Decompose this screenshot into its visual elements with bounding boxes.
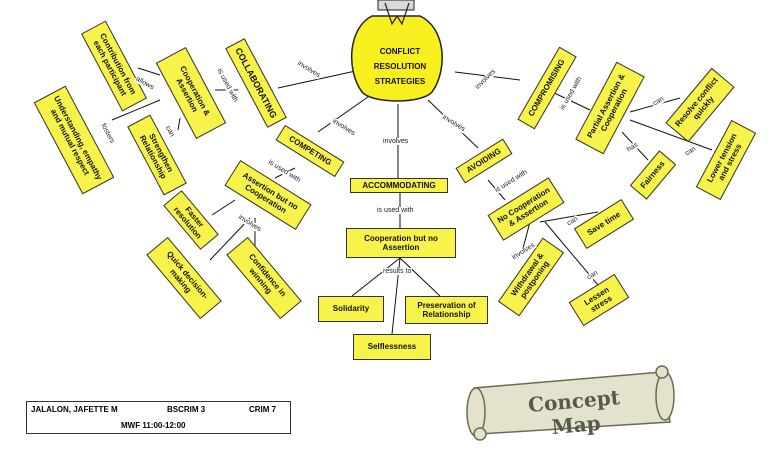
center-title-line1: CONFLICT: [379, 47, 421, 56]
center-title-line3: STRATEGIES: [374, 77, 426, 87]
node-cooperation-no-assertion: Cooperation but no Assertion: [346, 228, 456, 258]
center-node: CONFLICT RESOLUTION STRATEGIES: [355, 44, 445, 102]
concept-map-banner: [466, 365, 675, 441]
node-preservation: Preservation of Relationship: [405, 296, 488, 324]
node-solidarity: Solidarity: [318, 296, 384, 322]
strategy-accommodating: ACCOMMODATING: [350, 178, 448, 193]
light-bulb-icon: [350, 0, 443, 102]
link-used-with-accommodating: is used with: [376, 207, 415, 214]
student-name: JALALON, JAFETTE M: [31, 405, 118, 414]
student-program: BSCRIM 3: [167, 405, 206, 414]
center-title-line2: RESOLUTION: [373, 62, 427, 72]
class-schedule: MWF 11:00-12:00: [121, 421, 186, 430]
student-course: CRIM 7: [249, 405, 277, 414]
link-results-to: results to: [382, 268, 413, 275]
node-selflessness: Selflessness: [353, 334, 431, 360]
student-info-box: JALALON, JAFETTE M BSCRIM 3 CRIM 7 MWF 1…: [26, 401, 291, 434]
link-involves-accommodating: involves: [382, 138, 410, 145]
